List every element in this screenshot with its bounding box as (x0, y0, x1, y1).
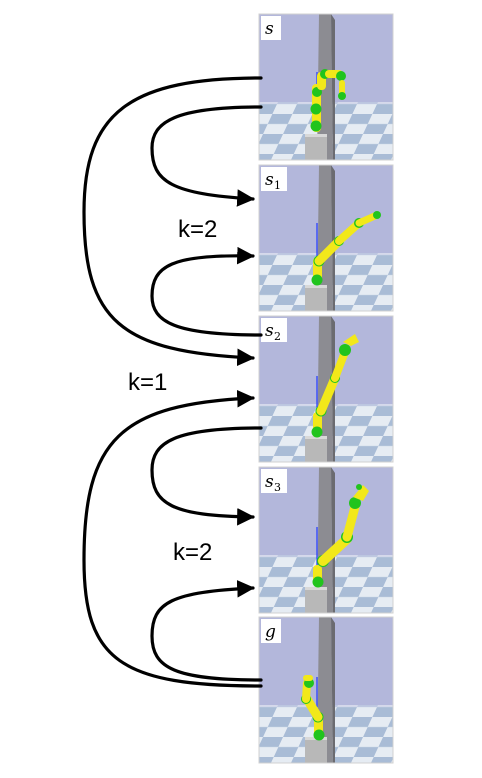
panel-border (258, 315, 394, 463)
panel-border (258, 164, 394, 312)
panel-label-box (261, 16, 281, 40)
panel-label: s (265, 170, 274, 190)
arrow-s1-to-s2 (150, 246, 263, 337)
panel-label-box (261, 318, 287, 342)
arrow-s2-to-s3 (150, 426, 263, 526)
panel-label-subscript: 1 (274, 179, 281, 192)
panel-label: s (265, 472, 274, 492)
k-label-bottom: k=2 (173, 539, 212, 566)
panel-g: g (258, 616, 394, 764)
panel-border (258, 466, 394, 614)
arrow-s-to-s2 (82, 76, 263, 367)
panel-label-box (261, 469, 287, 493)
k-label-middle: k=1 (128, 369, 167, 396)
panel-label-subscript: 2 (274, 330, 281, 343)
panel-s: s (258, 13, 394, 161)
k-label-top: k=2 (178, 216, 217, 243)
panel-label-box (261, 619, 281, 643)
panel-label: s (265, 19, 274, 39)
panel-label-subscript: 3 (274, 481, 281, 494)
panel-border (258, 616, 394, 764)
arrow-s2-to-g (82, 389, 263, 688)
arrow-s3-to-g (150, 579, 263, 682)
panel-label: s (265, 321, 274, 341)
panel-label: g (265, 622, 276, 642)
arrow-s-to-s1 (150, 105, 263, 207)
panel-label-box (261, 167, 287, 191)
panel-border (258, 13, 394, 161)
